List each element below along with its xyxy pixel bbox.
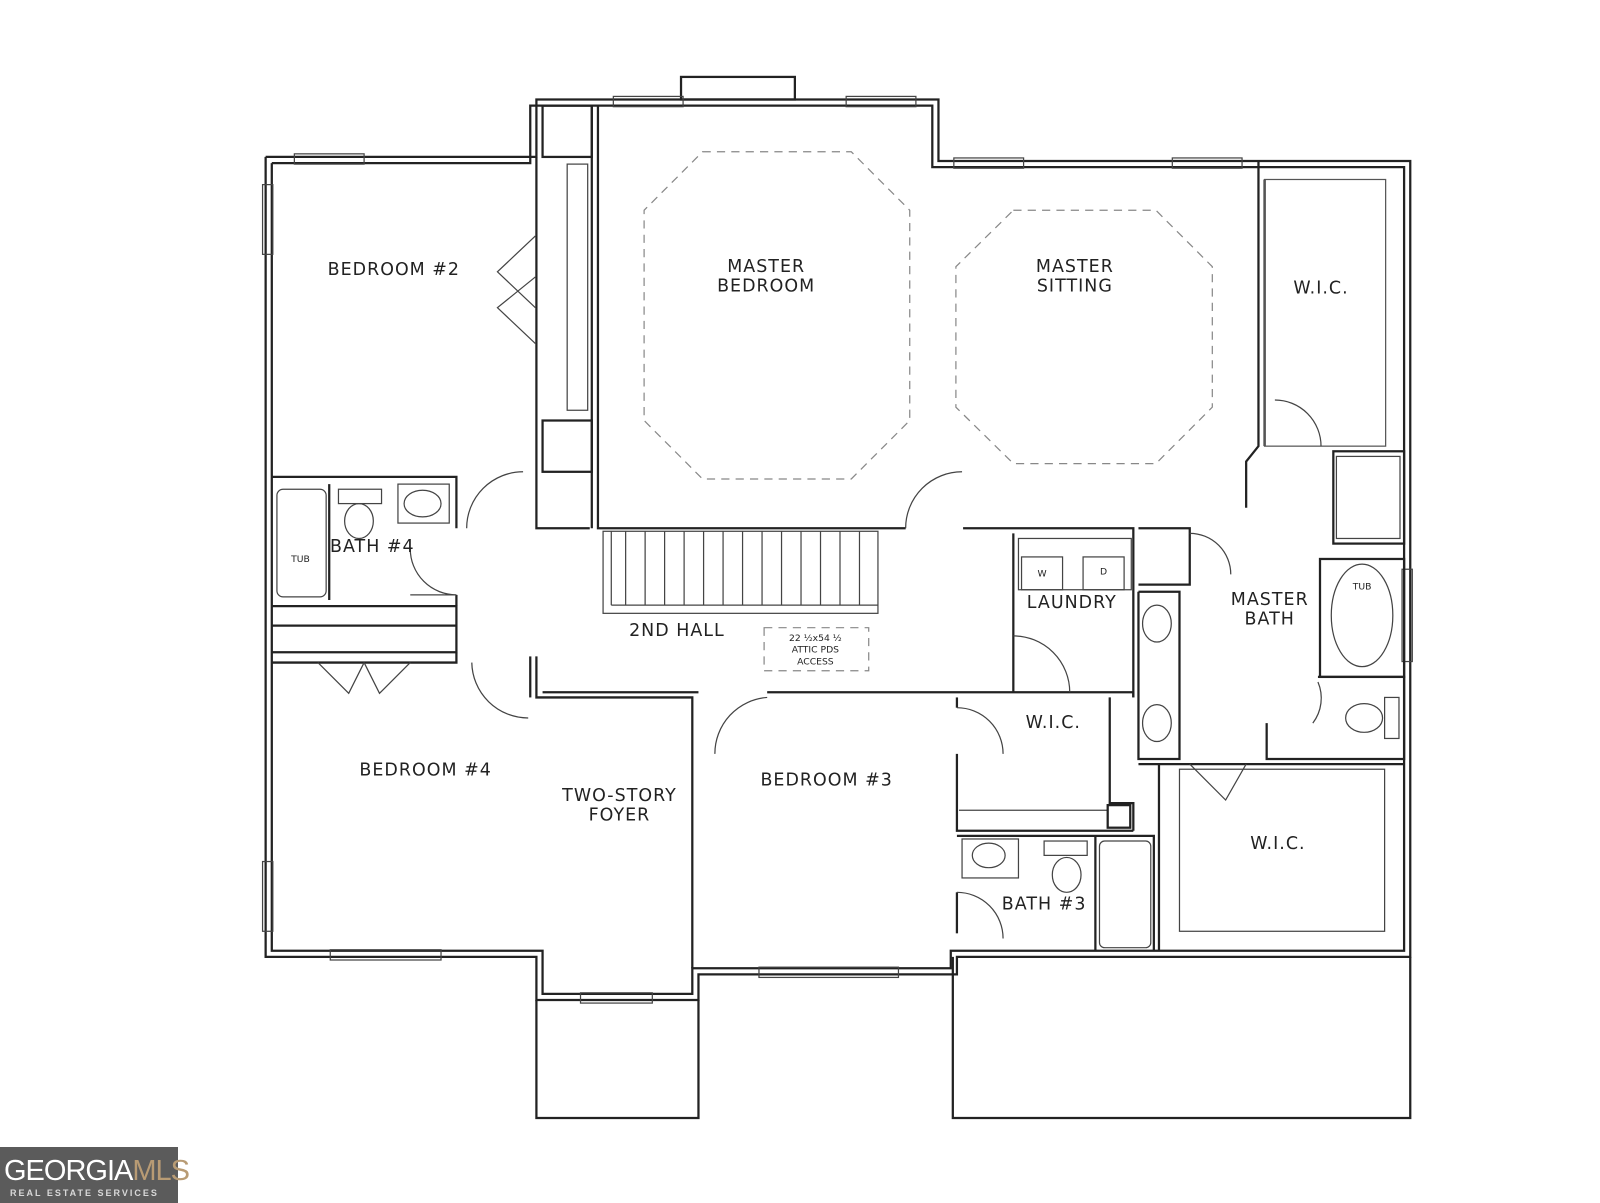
label-dryer: D [1100, 566, 1107, 577]
logo-text: GEORGIA [4, 1155, 133, 1187]
label-laundry: LAUNDRY [1027, 593, 1117, 613]
interior-walls [271, 104, 1406, 969]
tray-ceiling-master-sitting [955, 209, 1213, 465]
attic-access [763, 627, 870, 672]
staircase [602, 530, 879, 614]
label-master-bedroom-1: MASTER [727, 257, 805, 277]
label-master-bath-1: MASTER [1231, 590, 1309, 610]
label-master-sitting-1: MASTER [1036, 257, 1114, 277]
label-attic-3: ACCESS [797, 657, 834, 668]
label-master-bedroom-2: BEDROOM [717, 276, 815, 296]
label-bedroom-2: BEDROOM #2 [328, 260, 460, 280]
label-bedroom-4: BEDROOM #4 [359, 760, 491, 780]
label-master-bath-2: BATH [1245, 610, 1295, 630]
label-tub-bath-4: TUB [290, 554, 310, 565]
label-wic-bedroom-3: W.I.C. [1026, 713, 1081, 733]
label-foyer-2: FOYER [589, 806, 651, 826]
label-bath-4: BATH #4 [330, 537, 415, 557]
label-tub-master: TUB [1352, 582, 1372, 593]
label-bath-3: BATH #3 [1002, 895, 1087, 915]
windows [261, 95, 1413, 1004]
label-wic-master-bottom: W.I.C. [1250, 834, 1305, 854]
doors [317, 235, 1322, 939]
label-master-sitting-2: SITTING [1037, 276, 1113, 296]
fixtures [276, 455, 1401, 949]
label-2nd-hall: 2ND HALL [629, 621, 725, 641]
label-washer: W [1037, 568, 1046, 579]
label-bedroom-3: BEDROOM #3 [760, 771, 892, 791]
exterior-walls [264, 75, 1412, 1120]
tray-ceiling-master-bedroom [643, 151, 911, 480]
logo-tagline: REAL ESTATE SERVICES [10, 1188, 159, 1198]
label-wic-master-top: W.I.C. [1293, 278, 1348, 298]
label-attic-1: 22 ½x54 ½ [789, 633, 842, 644]
label-foyer-1: TWO-STORY [561, 786, 677, 806]
georgia-mls-logo: GEORGIAMLS REAL ESTATE SERVICES [0, 1147, 190, 1203]
label-attic-2: ATTIC PDS [792, 644, 839, 655]
logo-accent-text: MLS [132, 1155, 190, 1187]
